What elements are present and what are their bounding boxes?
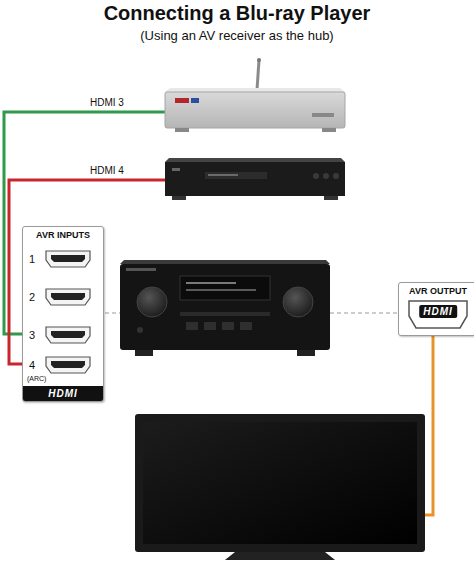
satellite-box	[165, 58, 345, 132]
hdmi-input-port: 2	[27, 286, 93, 308]
input-panel: AVR INPUTS HDMI 1 2 3 4(ARC)	[22, 226, 104, 402]
hdmi-logo: HDMI	[23, 386, 103, 401]
cable-label: HDMI 4	[88, 165, 126, 176]
panel-heading: AVR INPUTS	[23, 230, 103, 240]
port-note: (ARC)	[27, 375, 46, 382]
output-panel: AVR OUTPUT HDMI	[398, 282, 474, 336]
hdmi-port	[45, 288, 91, 307]
subtitle: (Using an AV receiver as the hub)	[0, 28, 474, 43]
hdmi-port	[45, 250, 91, 269]
dashed-link	[330, 312, 398, 313]
panel-heading: AVR OUTPUT	[399, 286, 474, 296]
av-receiver	[120, 260, 330, 356]
television	[135, 414, 425, 560]
hdmi-input-port: 1	[27, 248, 93, 270]
port-number: 3	[29, 324, 35, 346]
title: Connecting a Blu-ray Player	[0, 2, 474, 25]
port-number: 4	[29, 354, 35, 376]
hdmi-logo: HDMI	[419, 305, 457, 318]
hdmi-input-port: 4(ARC)	[27, 354, 93, 388]
port-number: 2	[29, 286, 35, 308]
port-number: 1	[29, 248, 35, 270]
hdmi-port	[45, 356, 91, 375]
hdmi-input-port: 3	[27, 324, 93, 346]
hdmi-cable-orange	[425, 336, 433, 515]
cable-label: HDMI 3	[88, 97, 126, 108]
hdmi-port	[45, 326, 91, 345]
bluray-player	[165, 158, 345, 200]
